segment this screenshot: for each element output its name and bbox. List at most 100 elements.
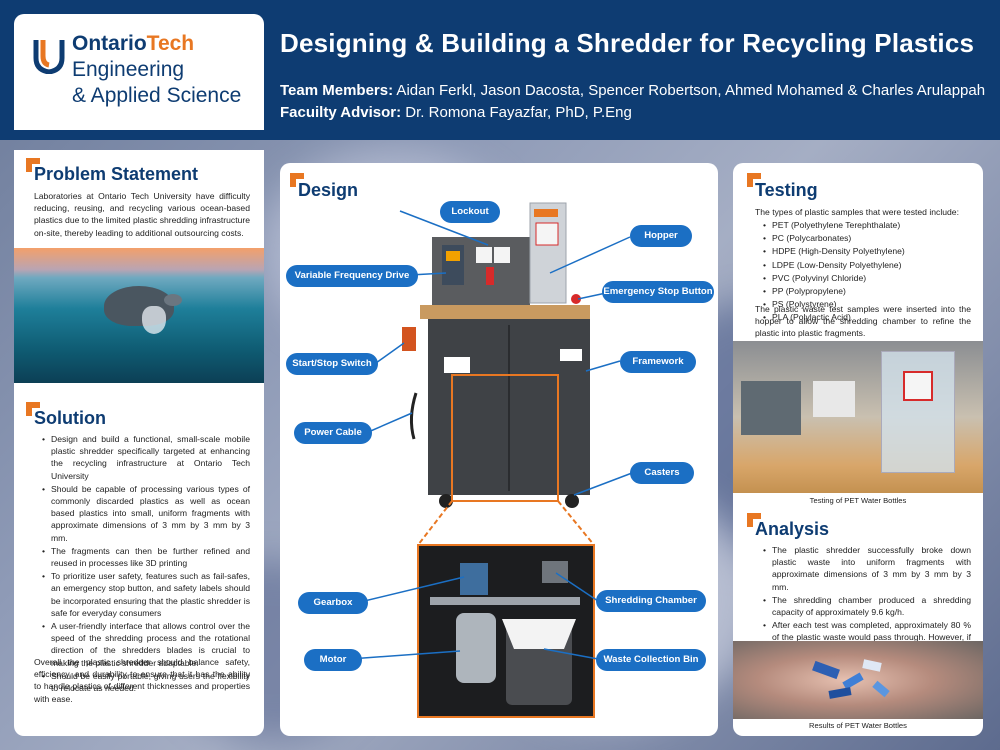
plastic-type-item: PP (Polypropylene) <box>763 285 973 297</box>
label-vfd: Variable Frequency Drive <box>286 265 418 287</box>
ocean-turtle-image <box>14 248 264 383</box>
hopper-label <box>534 209 558 217</box>
label-waste-bin: Waste Collection Bin <box>596 649 706 671</box>
section-bracket-icon <box>747 173 761 187</box>
plastic-type-item: PVC (Polyvinyl Chloride) <box>763 272 973 284</box>
solution-bullet: To prioritize user safety, features such… <box>42 570 250 619</box>
vfd-display <box>446 251 460 261</box>
right-panel: Testing The types of plastic samples tha… <box>733 163 983 736</box>
logo-brand: OntarioTech <box>72 32 195 55</box>
solution-bullet: Should be easily portable, giving users … <box>42 670 250 694</box>
fragment-shape <box>812 660 840 680</box>
left-panel: Problem Statement Laboratories at Ontari… <box>14 150 264 736</box>
results-caption: Results of PET Water Bottles <box>809 721 907 730</box>
fragment-shape <box>872 680 890 698</box>
connector-estop <box>577 292 607 300</box>
section-bracket-icon <box>747 513 761 527</box>
solution-bullet: Should be capable of processing various … <box>42 483 250 544</box>
lockout-box <box>476 247 492 263</box>
shredder-illustration <box>349 202 633 718</box>
hopper-photo-shape <box>881 351 955 473</box>
analysis-title: Analysis <box>755 519 830 539</box>
problem-statement-title: Problem Statement <box>34 164 199 184</box>
estop-shape <box>571 294 581 304</box>
team-members: Team Members: Aidan Ferkl, Jason Dacosta… <box>280 82 985 99</box>
logo-line-applied-science: & Applied Science <box>72 84 242 107</box>
testing-intro: The types of plastic samples that were t… <box>755 207 959 217</box>
fragment-shape <box>862 659 882 672</box>
start-stop-switch-shape <box>402 327 416 351</box>
testing-outro: The plastic waste test samples were inse… <box>755 304 971 339</box>
danger-label <box>560 349 582 361</box>
zoom-line <box>557 500 595 546</box>
analysis-bullet: The shredding chamber produced a shreddi… <box>763 594 971 618</box>
lockout-box <box>494 247 510 263</box>
gearbox-shape <box>460 563 488 595</box>
team-names: Aidan Ferkl, Jason Dacosta, Spencer Robe… <box>393 82 986 99</box>
poster-title: Designing & Building a Shredder for Recy… <box>280 28 975 58</box>
caster-shape <box>565 494 579 508</box>
problem-statement-text: Laboratories at Ontario Tech University … <box>34 191 250 238</box>
connector-start-stop <box>375 342 405 364</box>
label-shredding-chamber: Shredding Chamber <box>596 590 706 612</box>
plastic-types-list: PET (Polyethylene Terephthalate) PC (Pol… <box>763 219 973 325</box>
warning-sign-photo <box>903 371 933 401</box>
label-lockout: Lockout <box>440 201 500 223</box>
lockout-tag <box>486 267 494 285</box>
connector-lockout <box>399 210 489 246</box>
ontario-tech-logo-icon <box>33 40 65 74</box>
connector-bin <box>543 648 599 660</box>
design-title: Design <box>298 180 359 200</box>
power-cable-shape <box>409 392 418 440</box>
label-start-stop: Start/Stop Switch <box>286 353 378 375</box>
faculty-advisor: Facuilty Advisor: Dr. Romona Fayazfar, P… <box>280 104 632 121</box>
lockout-photo-shape <box>813 381 855 417</box>
zoom-line <box>417 500 453 546</box>
danger-label <box>444 357 470 373</box>
solution-bullets: Design and build a functional, small-sca… <box>42 433 250 695</box>
connector-framework <box>585 360 621 372</box>
plastic-type-item: PS (Polystyrene) <box>763 298 973 310</box>
label-gearbox: Gearbox <box>298 592 368 614</box>
vfd-photo-shape <box>741 381 801 435</box>
chamber-outline <box>451 374 559 502</box>
results-photo <box>733 641 983 719</box>
label-power-cable: Power Cable <box>294 422 372 444</box>
solution-bullet: A user-friendly interface that allows co… <box>42 620 250 669</box>
shredding-chamber-shape <box>542 561 568 583</box>
plastic-type-item: LDPE (Low-Density Polyethylene) <box>763 259 973 271</box>
collection-bag-shape <box>502 619 576 649</box>
logo-line-engineering: Engineering <box>72 58 185 81</box>
plastic-bag-shape <box>142 306 166 334</box>
connector-chamber <box>555 572 599 602</box>
hopper-warning <box>535 222 559 246</box>
label-casters: Casters <box>630 462 694 484</box>
connector-gearbox <box>355 576 465 604</box>
advisor-label: Facuilty Advisor: <box>280 104 402 121</box>
connector-power <box>365 412 413 434</box>
plastic-type-item: HDPE (High-Density Polyethylene) <box>763 245 973 257</box>
plastic-type-item: PET (Polyethylene Terephthalate) <box>763 219 973 231</box>
hopper-shape <box>529 202 567 304</box>
section-bracket-icon <box>290 173 304 187</box>
turtle-head-shape <box>164 294 182 306</box>
label-estop: Emergency Stop Button <box>602 281 714 303</box>
solution-title: Solution <box>34 408 106 428</box>
section-bracket-icon <box>26 402 40 416</box>
motor-shape <box>456 613 496 683</box>
logo-card: OntarioTech Engineering & Applied Scienc… <box>14 14 264 130</box>
solution-summary: Overall the plastic shredder should bala… <box>34 657 250 704</box>
butcher-block-top <box>420 305 590 319</box>
solution-bullet: Design and build a functional, small-sca… <box>42 433 250 482</box>
label-motor: Motor <box>304 649 362 671</box>
plastic-type-item: PLA (Polylactic Acid) <box>763 311 973 323</box>
testing-title: Testing <box>755 180 818 200</box>
analysis-bullet: The plastic shredder successfully broke … <box>763 544 971 593</box>
fragment-shape <box>828 687 852 699</box>
label-hopper: Hopper <box>630 225 692 247</box>
testing-caption: Testing of PET Water Bottles <box>809 496 907 505</box>
connector-casters <box>573 472 633 496</box>
design-panel: Design <box>280 163 718 736</box>
connector-hopper <box>549 236 631 274</box>
frame-bar <box>430 597 580 605</box>
